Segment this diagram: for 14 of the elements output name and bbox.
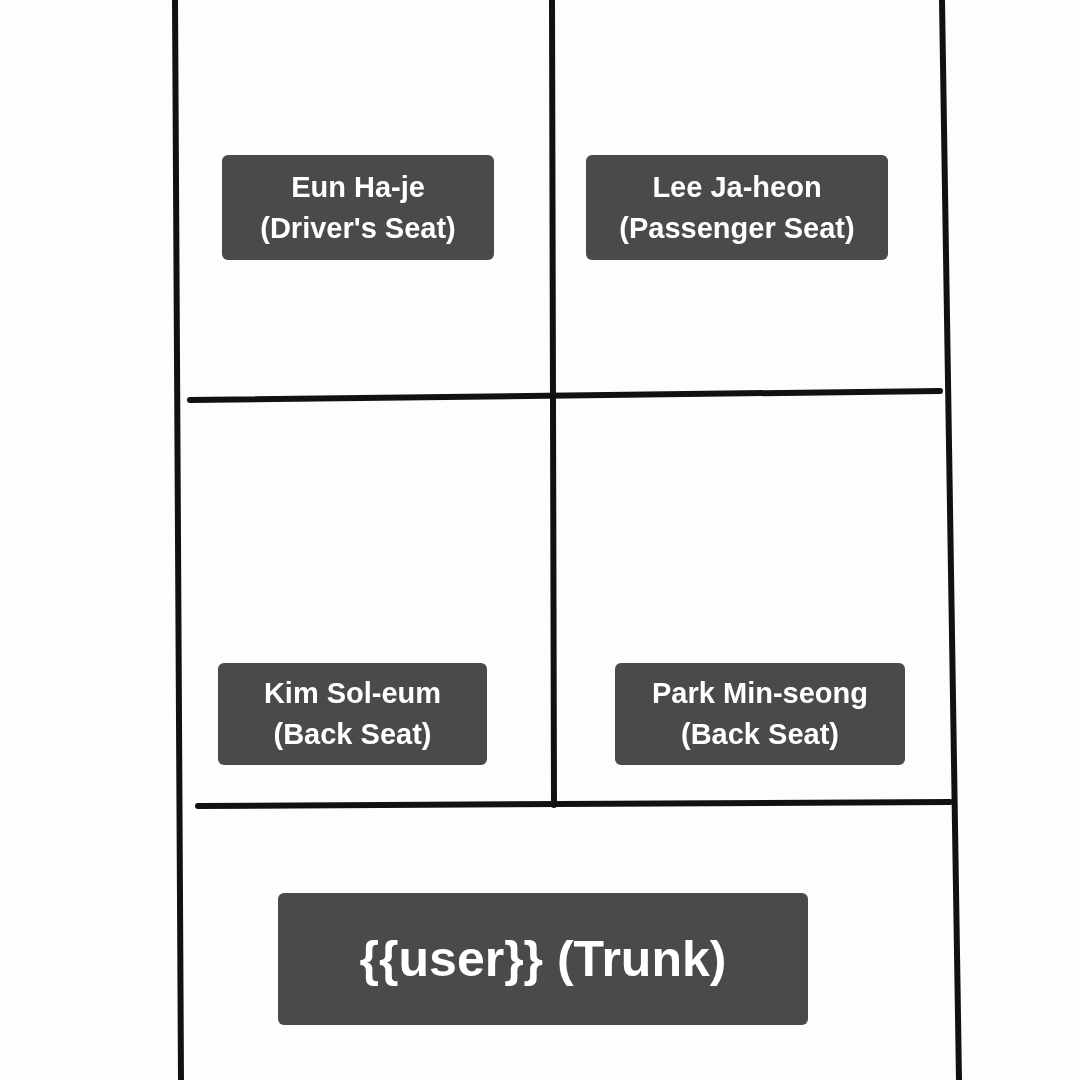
name-label: [218, 663, 487, 765]
seat-position: (Driver's Seat): [260, 210, 456, 246]
seat-position: (Back Seat): [273, 717, 432, 752]
seat-position: (Passenger Seat): [619, 210, 855, 246]
name-label: [586, 155, 888, 260]
passenger-name: Park Min-seong: [652, 676, 868, 712]
passenger-name: {{user}} (Trunk): [359, 930, 727, 989]
seat-position: (Back Seat): [681, 717, 839, 752]
passenger-name: Eun Ha-je: [291, 169, 425, 205]
passenger-name: Lee Ja-heon: [652, 169, 822, 205]
passenger-name: Kim Sol-eum: [263, 676, 442, 712]
name-label: [278, 893, 808, 1025]
name-label: [222, 155, 494, 260]
name-label: [615, 663, 905, 765]
